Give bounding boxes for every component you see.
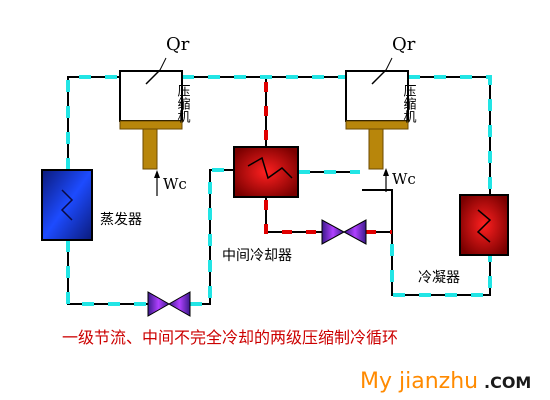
piston-icon — [345, 120, 409, 130]
wc-label-right: Wc — [392, 170, 416, 188]
heat-arrow-icon — [371, 69, 387, 85]
expansion-valve-icon — [321, 219, 346, 245]
intercooler-label: 中间冷却器 — [222, 248, 292, 264]
compressor-label-right: 压缩机 — [401, 84, 417, 124]
flow-dashes-cyan — [66, 75, 492, 306]
qr-label-left: Qr — [166, 34, 190, 55]
piston-icon — [119, 120, 183, 130]
heat-arrow-icon — [145, 69, 161, 85]
watermark-suffix: .COM — [484, 373, 531, 392]
compressor-left — [119, 57, 183, 196]
watermark-main: My jianzhu — [360, 369, 478, 394]
expansion-valve-middle — [321, 219, 367, 245]
flow-dashes-red — [264, 82, 392, 234]
evaporator-label: 蒸发器 — [100, 212, 142, 228]
intercooler — [233, 146, 299, 198]
expansion-valve-bottom — [147, 291, 191, 317]
compressor-label-left: 压缩机 — [175, 84, 191, 124]
condenser-label: 冷凝器 — [418, 270, 460, 286]
expansion-valve-icon — [147, 291, 171, 317]
compressor-right — [345, 57, 409, 192]
wc-label-left: Wc — [163, 175, 187, 193]
condenser — [459, 194, 509, 256]
evaporator — [41, 169, 93, 241]
diagram-caption: 一级节流、中间不完全冷却的两级压缩制冷循环 — [62, 328, 398, 347]
qr-label-right: Qr — [392, 34, 416, 55]
